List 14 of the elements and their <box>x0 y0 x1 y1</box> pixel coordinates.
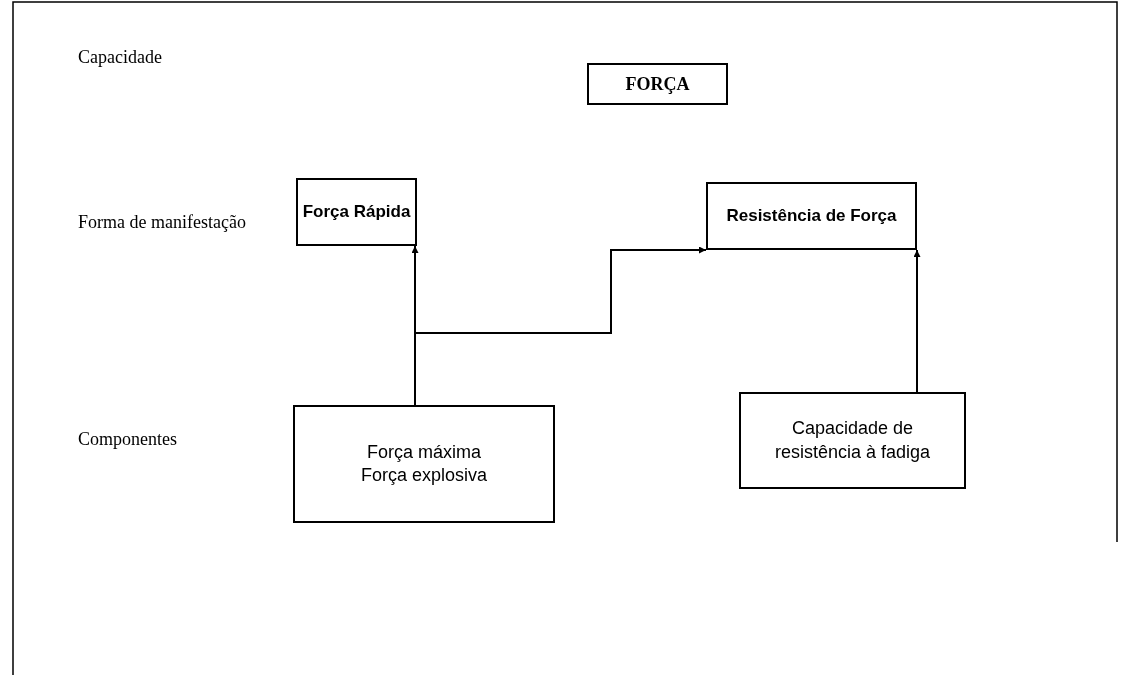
box-text: FORÇA <box>625 73 690 95</box>
box-text: Resistência de Força <box>726 206 897 226</box>
process-box <box>587 63 728 105</box>
row-label: Forma de manifestação <box>78 211 247 234</box>
arrow <box>913 249 921 393</box>
process-box <box>739 392 966 489</box>
row-label: Componentes <box>78 428 178 451</box>
row-label: Capacidade <box>78 46 163 69</box>
process-box <box>293 405 555 523</box>
box-text: Força máxima Força explosiva <box>359 440 489 487</box>
box-text: Força Rápida <box>302 202 411 222</box>
process-box <box>706 182 917 250</box>
box-text: Capacidade de resistência à fadiga <box>773 417 932 464</box>
process-box <box>296 178 417 246</box>
